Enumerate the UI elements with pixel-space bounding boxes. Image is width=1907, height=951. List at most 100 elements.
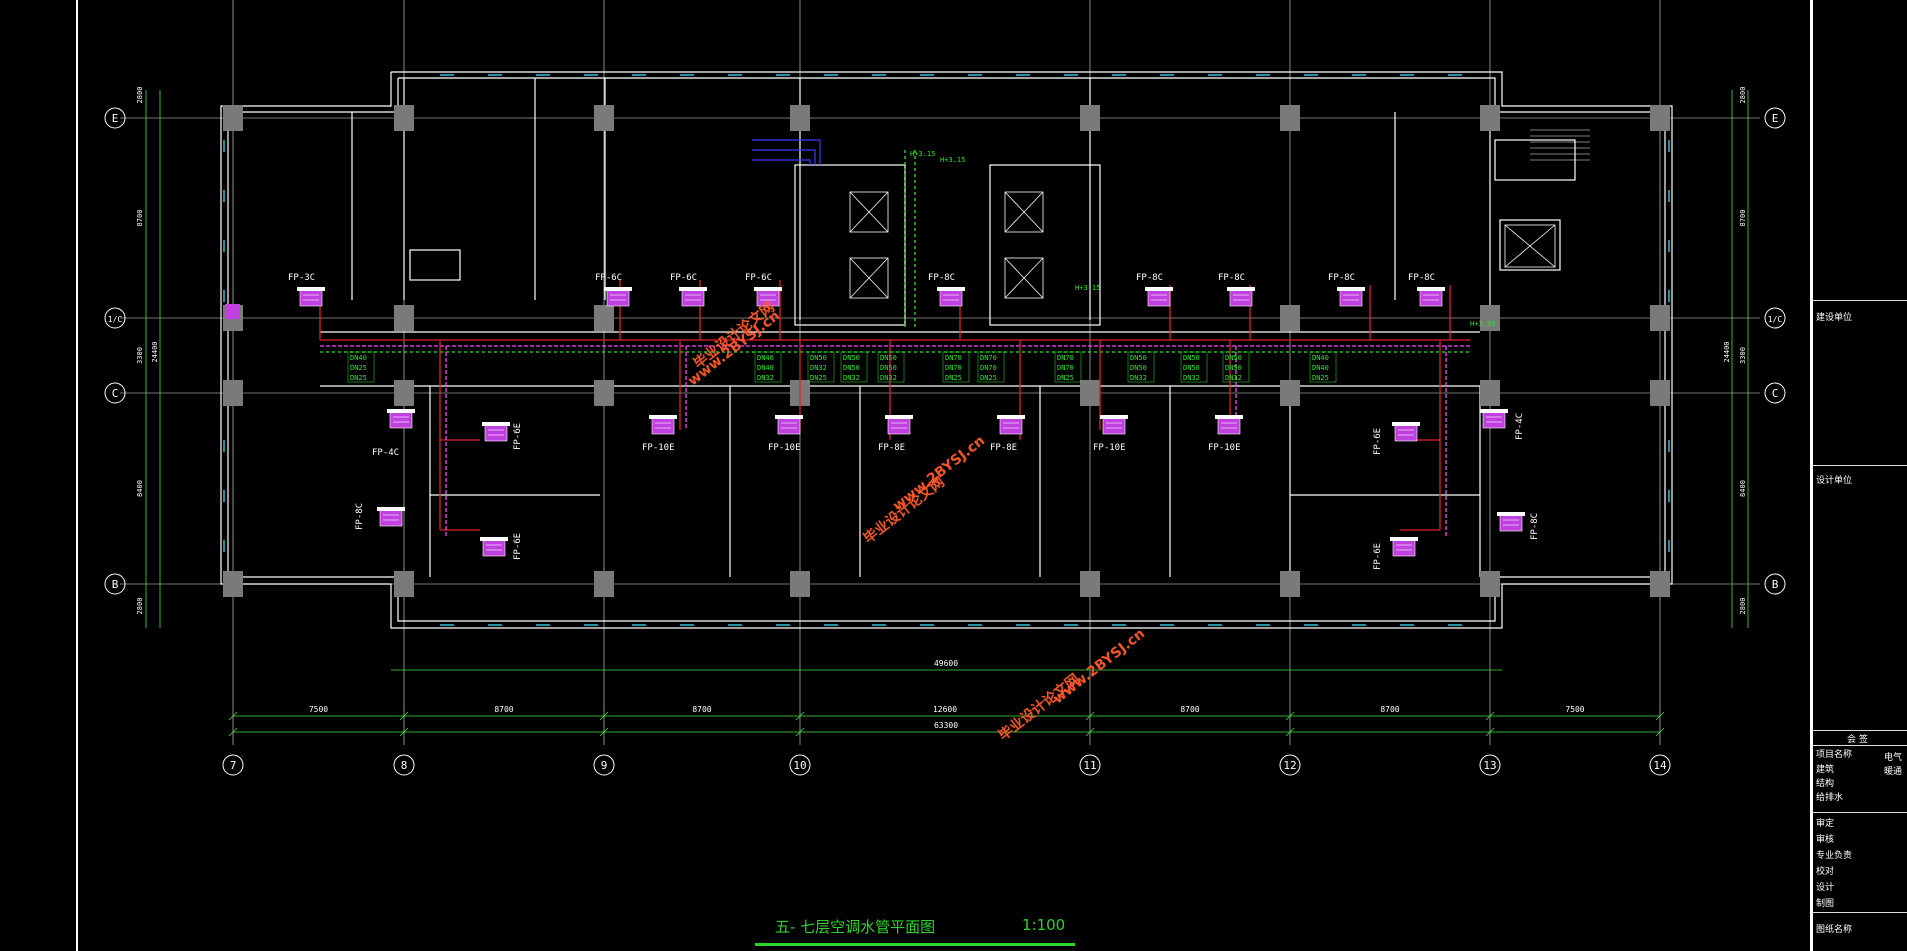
pipe-size-label: DN70 [980,364,997,372]
axis-bubble-row [104,107,126,129]
fan-coil-grille [937,287,965,291]
dimension-lines [145,90,1749,737]
pipe-size-box [347,351,375,383]
dim-tick [1085,727,1095,737]
fan-coil-grille [1497,512,1525,516]
pipe-size-label: DN32 [1183,374,1200,382]
dimension-value: 12600 [933,705,957,714]
dimension-value-vertical: 2800 [136,598,144,615]
pipe-size-label: DN40 [757,364,774,372]
axis-bubble-row [104,307,126,329]
fan-coil-unit: FP-6E [480,533,523,560]
fan-coil-grille [1145,287,1173,291]
dim-tick [1485,727,1495,737]
pipe-size-label: DN40 [757,354,774,362]
title-block-client: 建设单位 [1816,313,1853,323]
fan-coil-label: FP-3C [288,273,315,283]
fan-coil-body [1419,289,1443,307]
pipe-size-label: DN50 [1225,364,1242,372]
pipe-size-label: DN50 [1130,364,1147,372]
pipe-size-label: DN32 [810,364,827,372]
fan-coil-unit: FP-8E [990,415,1025,453]
pipe-size-label: DN50 [880,364,897,372]
fan-coil-label: FP-6E [1373,428,1383,455]
axis-label-column: 11 [1083,759,1096,772]
axis-label-column: 7 [230,759,237,772]
elevation-label: H+3.15 [940,156,965,164]
pipe-size-label: DN25 [945,374,962,382]
pipe-size-box [1054,351,1082,383]
fan-coil-unit: FP-8C [1328,273,1365,307]
axis-label-row: B [112,578,119,591]
fan-coil-label: FP-8C [1530,513,1540,540]
axis-label-column: 14 [1653,759,1667,772]
fan-coil-label: FP-4C [372,448,399,458]
fan-coil-unit: FP-4C [372,409,415,458]
column [1650,571,1670,597]
fan-coil-label: FP-4C [1515,413,1525,440]
title-block-project: 项目名称 [1816,750,1853,760]
fan-coil-unit: FP-6E [1373,422,1420,455]
fan-coil-label: FP-8C [355,503,365,530]
column [394,305,414,331]
pipe-size-label: DN25 [1312,374,1329,382]
elevation-label: H+3.30 [1470,320,1495,328]
fan-coil-grille [297,287,325,291]
fan-coil-body [1229,289,1253,307]
fan-coil-unit: FP-6E [482,422,523,450]
dimension-value: 8700 [692,705,711,714]
stairs [1530,129,1590,161]
dimension-total: 63300 [934,721,958,730]
fan-coil-label: FP-10E [642,443,675,453]
pipe-size-label: DN25 [350,364,367,372]
fan-coil-body [999,417,1023,435]
fan-coil-body [379,509,403,527]
fan-coil-grille [1392,422,1420,426]
structural-columns [223,105,1670,597]
pipe-size-label: DN40 [1312,364,1329,372]
fan-coil-grille [775,415,803,419]
column [1280,571,1300,597]
dim-tick [399,727,409,737]
fan-coil-body [651,417,675,435]
title-block-elec: 电气 [1884,753,1903,763]
pipe-size-label: DN50 [1130,354,1147,362]
dimension-total-vertical: 24400 [1723,341,1731,362]
fan-coil-label: FP-10E [1093,443,1126,453]
axis-label-row: 1/C [108,315,123,324]
fan-coil-body [606,289,630,307]
fan-coil-unit: FP-8C [1136,273,1173,307]
fan-coil-grille [604,287,632,291]
column [790,571,810,597]
pipe-size-label: DN50 [843,364,860,372]
title-block-plumbing: 给排水 [1816,793,1844,803]
dimension-value-vertical: 8700 [136,210,144,227]
pipe-size-label: DN32 [757,374,774,382]
axis-label-row: C [112,387,119,400]
fan-coil-unit: FP-8C [928,273,965,307]
fan-coil-body [389,411,413,429]
title-block-check: 校对 [1816,867,1835,877]
fan-coil-grille [885,415,913,419]
axis-label-row: E [1772,112,1779,125]
column [1480,380,1500,406]
fan-coil-label: FP-6E [1373,543,1383,570]
fan-coil-unit: FP-4C [1480,409,1525,440]
axis-bubble-row [1764,573,1786,595]
title-block-struct: 结构 [1816,779,1835,789]
fan-coil-unit: FP-8C [1218,273,1255,307]
dimension-value-vertical: 8400 [1739,480,1747,497]
pipe-size-label: DN32 [1130,374,1147,382]
column [1080,380,1100,406]
fan-coil-label: FP-8E [878,443,905,453]
drawing-title: 五- 七层空调水管平面图 [775,918,936,936]
fan-coil-unit: FP-6C [595,273,632,307]
fan-coil-grille [377,507,405,511]
